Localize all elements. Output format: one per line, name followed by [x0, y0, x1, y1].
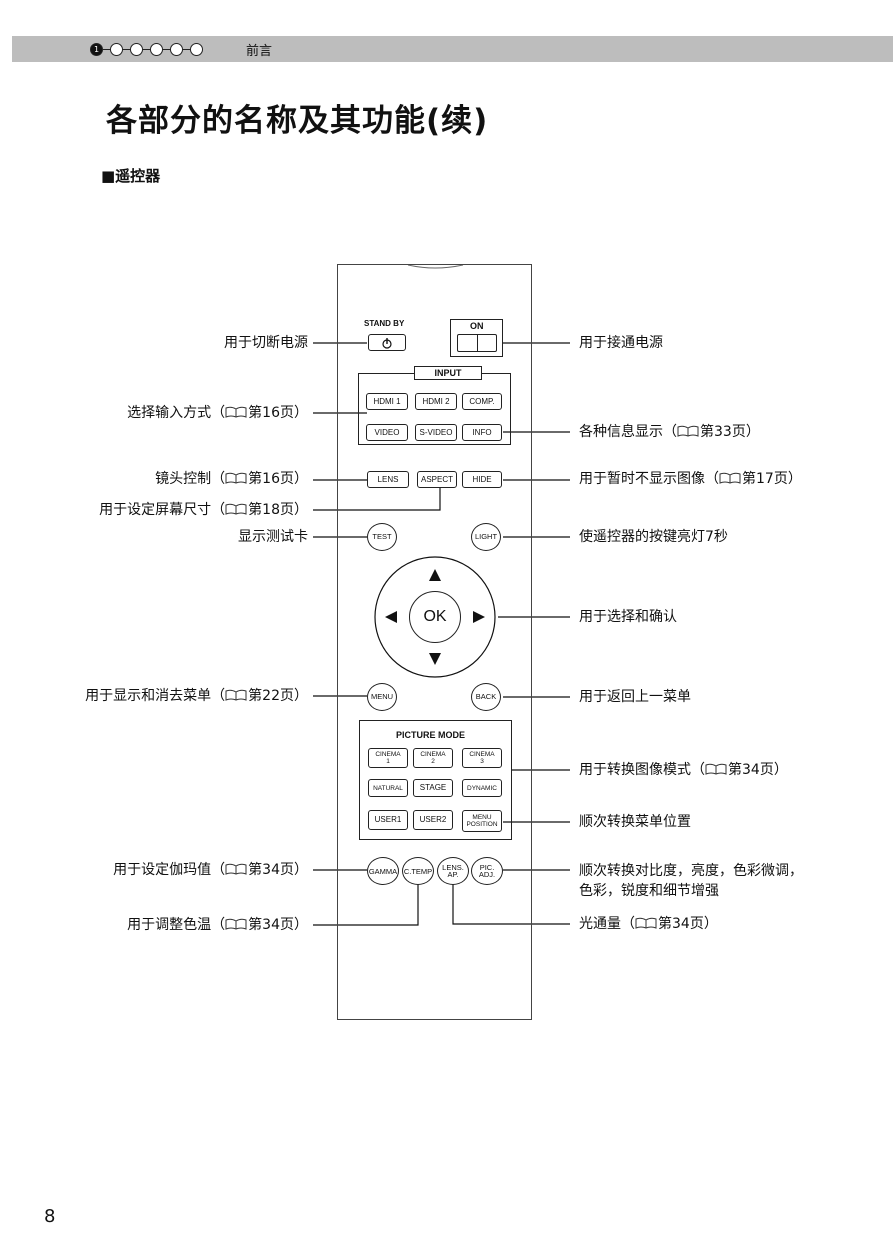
cinema1-button[interactable]: CINEMA 1 [368, 748, 408, 768]
book-icon [225, 503, 247, 515]
book-icon [225, 689, 247, 701]
label-hide: 用于暂时不显示图像（第17页） [579, 471, 802, 487]
ok-button[interactable]: OK [409, 591, 461, 643]
section-label: 前言 [246, 44, 273, 59]
label-back: 用于返回上一菜单 [579, 689, 691, 705]
test-button[interactable]: TEST [367, 523, 397, 551]
picture-mode-title: PICTURE MODE [396, 730, 466, 740]
label-menu: 用于显示和消去菜单（第22页） [85, 688, 308, 704]
label-ok: 用于选择和确认 [579, 609, 677, 625]
input-title: INPUT [414, 366, 482, 380]
up-arrow-icon[interactable] [429, 569, 441, 581]
menu-button[interactable]: MENU [367, 683, 397, 711]
menu-position-button[interactable]: MENU POSITION [462, 810, 502, 832]
label-power-on: 用于接通电源 [579, 335, 663, 351]
label-power-off: 用于切断电源 [224, 335, 308, 351]
left-arrow-icon[interactable] [385, 611, 397, 623]
book-icon [225, 918, 247, 930]
remote-top-edge [407, 265, 464, 269]
step-indicator: 1 [90, 42, 203, 56]
step-dot [110, 42, 123, 56]
lens-button[interactable]: LENS [367, 471, 409, 488]
label-aspect: 用于设定屏幕尺寸（第18页） [99, 502, 308, 518]
comp-button[interactable]: COMP. [462, 393, 502, 410]
book-icon [635, 917, 657, 929]
down-arrow-icon[interactable] [429, 653, 441, 665]
book-icon [719, 472, 741, 484]
book-icon [705, 763, 727, 775]
step-dot [170, 42, 183, 56]
dpad[interactable] [373, 555, 499, 679]
page-title: 各部分的名称及其功能(续) [106, 103, 489, 139]
power-icon [382, 337, 392, 349]
hdmi2-button[interactable]: HDMI 2 [415, 393, 457, 410]
step-dot [190, 42, 203, 56]
book-icon [225, 406, 247, 418]
lens-ap-button[interactable]: LENS. AP. [437, 857, 469, 885]
cinema3-button[interactable]: CINEMA 3 [462, 748, 502, 768]
natural-button[interactable]: NATURAL [368, 779, 408, 797]
label-lens: 镜头控制（第16页） [155, 471, 308, 487]
user1-button[interactable]: USER1 [368, 810, 408, 830]
page-number: 8 [44, 1206, 56, 1227]
video-button[interactable]: VIDEO [366, 424, 408, 441]
step-active: 1 [90, 42, 103, 56]
remote-control [337, 264, 532, 1020]
cinema2-button[interactable]: CINEMA 2 [413, 748, 453, 768]
ctemp-button[interactable]: C.TEMP [402, 857, 434, 885]
aspect-button[interactable]: ASPECT [417, 471, 457, 488]
label-light: 使遥控器的按键亮灯7秒 [579, 529, 728, 545]
on-button[interactable] [457, 334, 497, 352]
on-box [450, 319, 503, 357]
label-picture-mode: 用于转换图像模式（第34页） [579, 762, 788, 778]
gamma-button[interactable]: GAMMA [367, 857, 399, 885]
label-pic-adj: 顺次转换对比度，亮度，色彩微调， 色彩，锐度和细节增强 [579, 863, 803, 899]
book-icon [225, 472, 247, 484]
hdmi1-button[interactable]: HDMI 1 [366, 393, 408, 410]
label-info: 各种信息显示（第33页） [579, 424, 760, 440]
dynamic-button[interactable]: DYNAMIC [462, 779, 502, 797]
label-ctemp: 用于调整色温（第34页） [127, 917, 308, 933]
book-icon [677, 425, 699, 437]
book-icon [225, 863, 247, 875]
pic-adj-button[interactable]: PIC. ADJ. [471, 857, 503, 885]
standby-button[interactable] [368, 334, 406, 351]
light-button[interactable]: LIGHT [471, 523, 501, 551]
stage-button[interactable]: STAGE [413, 779, 453, 797]
label-menu-position: 顺次转换菜单位置 [579, 814, 691, 830]
sub-title: ■遥控器 [101, 167, 161, 185]
hide-button[interactable]: HIDE [462, 471, 502, 488]
standby-label: STAND BY [364, 319, 405, 328]
svideo-button[interactable]: S-VIDEO [415, 424, 457, 441]
label-test: 显示测试卡 [238, 529, 308, 545]
step-dot [130, 42, 143, 56]
info-button[interactable]: INFO [462, 424, 502, 441]
back-button[interactable]: BACK [471, 683, 501, 711]
picture-mode-group [359, 720, 512, 840]
label-gamma: 用于设定伽玛值（第34页） [113, 862, 308, 878]
label-input-select: 选择输入方式（第16页） [127, 405, 308, 421]
user2-button[interactable]: USER2 [413, 810, 453, 830]
label-lens-ap: 光通量（第34页） [579, 916, 718, 932]
right-arrow-icon[interactable] [473, 611, 485, 623]
step-dot [150, 42, 163, 56]
on-label: ON [470, 321, 484, 331]
